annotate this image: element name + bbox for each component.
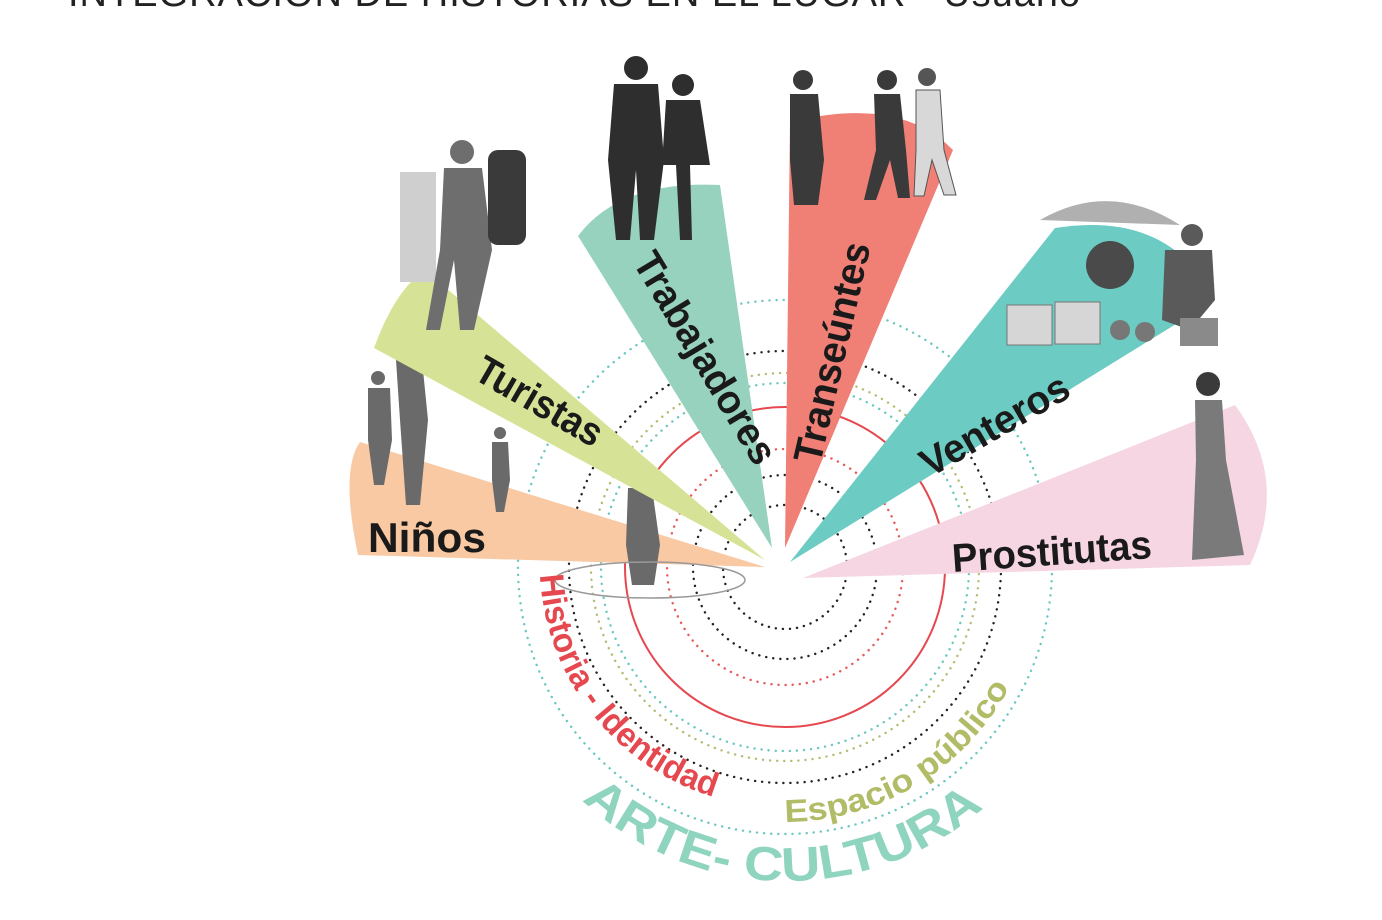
wedge-prostitutas [803,405,1267,578]
wedge-transeuntes [785,113,953,549]
street-vendor-figure-icon [1006,201,1218,346]
hopscotch-outline [554,561,746,599]
wedge-venteros [790,225,1215,562]
page-title: INTEGRACIÓN DE HISTORIAS EN EL LUGAR - U… [68,0,1081,16]
wedge-trabajadores [578,184,772,549]
segment-ninos: Niños [349,338,765,599]
children-figure-icon [368,338,660,585]
segment-prostitutas: Prostitutas [803,372,1267,581]
ring-label-historia: Historia - Identidad [532,572,724,805]
wedge-ninos [349,442,765,567]
pedestrians-figure-icon [790,68,957,205]
office-workers-figure-icon [608,56,710,240]
backpacker-figure-icon [400,140,526,330]
segment-venteros: Venteros [790,201,1218,562]
ring-label-arte: ARTE- CULTURA [575,768,991,893]
wedge-turistas [374,270,765,560]
segment-label-ninos: Niños [368,514,486,561]
woman-figure-icon [1192,372,1244,560]
